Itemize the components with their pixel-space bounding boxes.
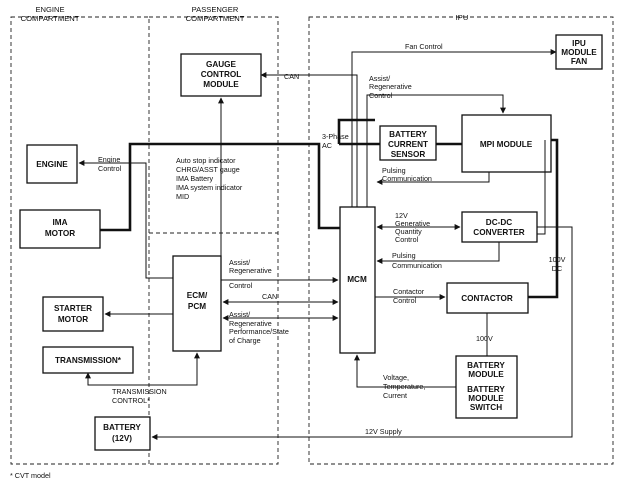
contactor-box: CONTACTOR bbox=[446, 282, 529, 314]
ipu-zone-label: IPU bbox=[456, 13, 469, 22]
svg-text:ENGINE: ENGINE bbox=[36, 160, 68, 169]
passenger-compartment-zone bbox=[149, 16, 279, 465]
svg-text:CONTACTOR: CONTACTOR bbox=[461, 294, 513, 303]
voltage-temp-current-label: Voltage,Temperature,Current bbox=[383, 373, 425, 400]
hv-bus-line bbox=[337, 118, 375, 144]
svg-text:MCM: MCM bbox=[347, 275, 367, 284]
transmission-control-line bbox=[85, 352, 200, 386]
footnote: * CVT model bbox=[10, 471, 51, 480]
fan-control-line bbox=[351, 49, 557, 207]
can-mid-label: CAN bbox=[262, 292, 277, 301]
svg-text:MPI MODULE: MPI MODULE bbox=[480, 140, 533, 149]
can-gauge-line bbox=[260, 72, 358, 207]
fan-control-label: Fan Control bbox=[405, 42, 443, 51]
engine-control-line bbox=[78, 160, 173, 279]
ecm-pcm-box: ECM/PCM bbox=[172, 255, 222, 352]
supply-12v-line bbox=[151, 226, 573, 440]
three-phase-ac-line bbox=[100, 142, 340, 232]
engine-box: ENGINE bbox=[26, 144, 78, 184]
mcm-box: MCM bbox=[339, 206, 376, 354]
assist-regen-mpi-line bbox=[366, 94, 506, 207]
supply-12v-label: 12V Supply bbox=[365, 427, 402, 436]
pulsing-comm-1-line bbox=[376, 172, 490, 185]
ipu-zone bbox=[308, 16, 614, 465]
mpi-module-box: MPI MODULE bbox=[461, 114, 552, 173]
svg-text:ECM/PCM: ECM/PCM bbox=[187, 291, 208, 311]
can-top-label: CAN bbox=[284, 72, 299, 81]
pulsing-comm-2-line bbox=[376, 242, 500, 264]
svg-text:TRANSMISSION*: TRANSMISSION* bbox=[55, 356, 122, 365]
transmission-box: TRANSMISSION* bbox=[42, 346, 134, 374]
svg-text:BATTERY(12V): BATTERY(12V) bbox=[103, 423, 141, 443]
v100-label: 100V bbox=[476, 334, 493, 343]
voltage-temp-current-line bbox=[354, 354, 456, 388]
engine-compartment-zone bbox=[10, 16, 150, 465]
battery-12v-box: BATTERY(12V) bbox=[94, 416, 151, 451]
